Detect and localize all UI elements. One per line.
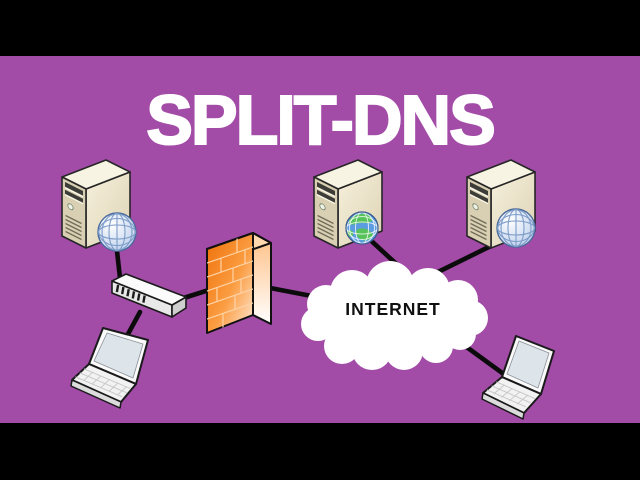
laptop-right-icon [481, 335, 555, 420]
internet-cloud: INTERNET [301, 261, 488, 370]
firewall-icon [206, 232, 272, 334]
bottom-letterbox-bar [0, 423, 640, 480]
network-switch-icon [111, 273, 187, 318]
brick-pattern [207, 238, 253, 328]
server-tower-left-icon [61, 159, 137, 252]
cloud-shape [301, 261, 488, 370]
globe-wireframe-icon [97, 212, 137, 252]
page-title: SPLIT-DNS [146, 81, 494, 159]
top-letterbox-bar [0, 0, 640, 56]
connection-line-switch-laptop [125, 309, 143, 337]
diagram-background: SPLIT-DNS [0, 56, 640, 423]
server-tower-middle-icon [313, 159, 383, 249]
laptop-left-icon [70, 327, 149, 409]
server-tower-right-icon [466, 159, 536, 249]
split-dns-diagram: SPLIT-DNS [61, 80, 555, 420]
globe-wireframe-icon [496, 208, 536, 248]
globe-earth-icon [346, 212, 378, 244]
internet-label: INTERNET [345, 299, 441, 319]
